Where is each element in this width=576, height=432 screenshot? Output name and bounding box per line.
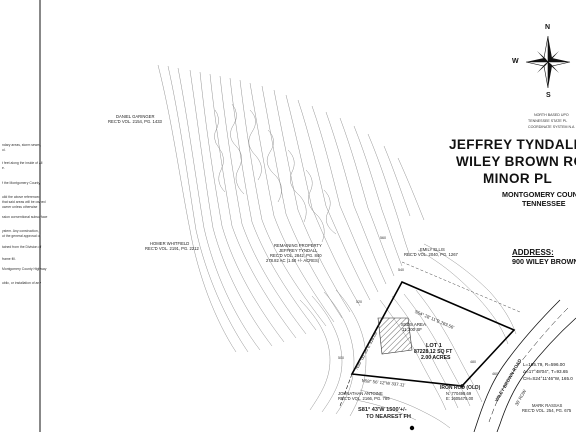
adjoiner-rassas-name: MARK RASSAS bbox=[532, 403, 563, 408]
address-value: 900 WILEY BROWN bbox=[512, 257, 576, 266]
wiley-brown-road bbox=[473, 299, 576, 432]
lot-sqft: 87228.12 SQ FT bbox=[414, 349, 453, 355]
adjoiner-whitfield-name: HOMER WHITFIELD bbox=[150, 241, 190, 246]
iron-rod-label: IRON ROD (OLD) bbox=[440, 385, 481, 391]
remaining-property-1: REMAINING PROPERTY bbox=[274, 243, 322, 248]
tie-bearing: S81° 43'W 1500'+/- bbox=[358, 407, 407, 413]
adjoiner-antoine-name: JOHNATHAN ANTOINE bbox=[338, 391, 383, 396]
remaining-property-4: 278.82 AC (1.50 +/- ACRES) bbox=[266, 258, 320, 263]
county: MONTGOMERY COUN bbox=[502, 190, 576, 199]
note-line: owner unless otherwise bbox=[2, 205, 38, 209]
note-line: uild the above referenced bbox=[2, 195, 41, 199]
curve-chord: CH=S24°11'46"W, 165.0 bbox=[523, 376, 573, 381]
note-line: e. bbox=[2, 166, 5, 170]
contour-label: 480 bbox=[470, 360, 476, 364]
contour-label: 500 bbox=[338, 356, 344, 360]
note-line: Montgomery County Highway bbox=[2, 267, 47, 271]
north-note-3: COORDINATE SYSTEM N.A bbox=[528, 125, 575, 129]
title-line-2: WILEY BROWN RO bbox=[456, 154, 576, 169]
note-line: f the Montgomery County bbox=[2, 181, 41, 185]
note-line: ssion conventional subsurface bbox=[2, 215, 48, 219]
adjoiner-garinger-deed: REC'D VOL. 2154, PG. 1433 bbox=[108, 119, 162, 124]
contour-lines-lower bbox=[299, 243, 517, 429]
easement-line bbox=[401, 261, 521, 313]
adjoiner-rassas-deed: REC'D VOL. 254, PG. 675 bbox=[522, 408, 572, 413]
compass-s: S bbox=[546, 92, 551, 99]
iron-rod-marker bbox=[460, 384, 464, 388]
ssds-area-sqft: 11,300 SF bbox=[402, 327, 422, 332]
note-line: ol. bbox=[2, 148, 6, 152]
note-line: ublic, or installation of any bbox=[2, 281, 42, 285]
note-line: frame fill. bbox=[2, 257, 16, 261]
address-label: ADDRESS: bbox=[512, 248, 554, 257]
state: TENNESSEE bbox=[522, 199, 566, 208]
adjoiner-ellis-name: EMILY ELLIS bbox=[420, 247, 445, 252]
north-note-1: NORTH BASED UPO bbox=[534, 113, 569, 117]
compass-n: N bbox=[545, 24, 551, 31]
note-line: that said areas will be owned bbox=[2, 200, 46, 204]
contour-label: 560 bbox=[380, 236, 386, 240]
iron-rod-easting: E: 1605475.00 bbox=[446, 396, 474, 401]
ssds-area bbox=[377, 317, 413, 355]
contour-label: 520 bbox=[356, 300, 362, 304]
adjoiner-whitfield-deed: REC'D VOL. 2191, PG. 2212 bbox=[145, 246, 199, 251]
north-arrow-icon bbox=[525, 35, 571, 89]
note-line: tained from the Division of bbox=[2, 245, 42, 249]
remaining-property-3: REC'D VOL. 2842, PG. 840 bbox=[270, 253, 322, 258]
ssds-area-label: SSDS AREA bbox=[401, 322, 426, 327]
lot-name: LOT 1 bbox=[426, 343, 442, 349]
note-line: ndary areas, storm sewer, bbox=[2, 143, 42, 147]
adjoiner-ellis-deed: REC'D VOL. 2040, PG. 1267 bbox=[404, 252, 458, 257]
remaining-property-2: JEFFREY TYNDALL bbox=[279, 248, 318, 253]
title-line-3: MINOR PL bbox=[483, 171, 553, 186]
iron-rod-northing: N: 770498.69 bbox=[446, 391, 472, 396]
compass-w: W bbox=[512, 58, 519, 65]
note-line: ut the general approval of bbox=[2, 234, 41, 238]
adjoiner-garinger-name: DANIEL GARINGER bbox=[116, 114, 155, 119]
curve-delta: Δ=17°48'04", T=93.65 bbox=[523, 369, 568, 374]
fire-hydrant-marker bbox=[409, 425, 415, 431]
tie-line bbox=[339, 373, 353, 407]
adjoiner-antoine-deed: REC'D VOL. 2166, PG. 789 bbox=[338, 396, 390, 401]
north-note-2: TENNESSEE STATE PL bbox=[528, 119, 568, 123]
lot-acres: 2.00 ACRES bbox=[421, 355, 451, 361]
tie-note: TO NEAREST FH bbox=[366, 414, 411, 420]
contour-label: 460 bbox=[492, 372, 498, 376]
curve-length: L=165.79, R=596.00 bbox=[523, 362, 565, 367]
title-line-1: JEFFREY TYNDALL bbox=[449, 137, 576, 152]
note-line: t feet along the inside of all bbox=[2, 161, 43, 165]
contour-lines bbox=[157, 64, 425, 353]
contour-label: 540 bbox=[398, 268, 404, 272]
note-line: ystem. Any construction, bbox=[2, 229, 39, 233]
